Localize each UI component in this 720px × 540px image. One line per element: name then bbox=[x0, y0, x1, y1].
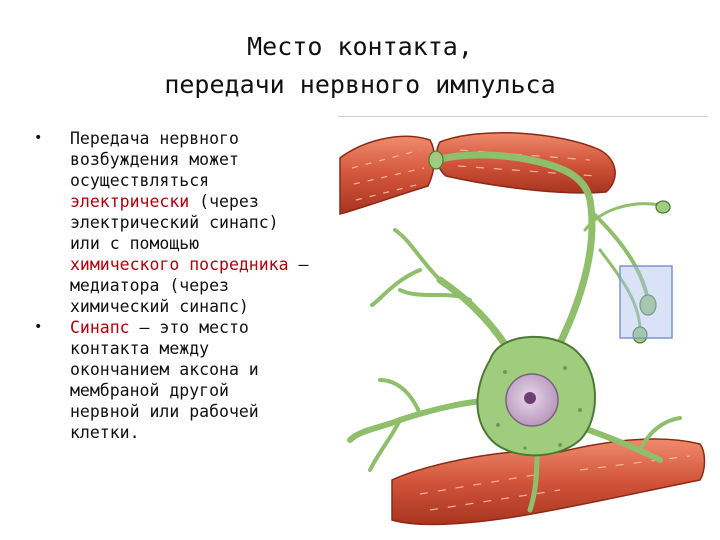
bullet-line: Передача нервного bbox=[70, 129, 239, 148]
synapse-highlight-box bbox=[619, 265, 673, 339]
bullet-line: химического посредника – bbox=[70, 255, 309, 274]
highlight-synapse: Синапс bbox=[70, 318, 130, 337]
neuron-processes bbox=[347, 151, 682, 513]
cell-granules bbox=[496, 366, 582, 450]
bullet-line: мембраной другой bbox=[70, 381, 229, 400]
highlight-electric: электрически bbox=[70, 192, 190, 211]
bullet-line: клетки. bbox=[70, 423, 140, 442]
bullet-line: Синапс – это место bbox=[70, 318, 249, 337]
nucleolus bbox=[524, 392, 536, 404]
bullet-marker: • bbox=[34, 319, 43, 335]
title-line-2: передачи нервного импульса bbox=[164, 70, 556, 99]
highlight-chemical-mediator: химического посредника bbox=[70, 255, 289, 274]
bullet-item-synapse: • Синапс – это место контакта между окон… bbox=[34, 317, 334, 443]
slide-title: Место контакта, передачи нервного импуль… bbox=[60, 28, 660, 104]
title-line-1: Место контакта, bbox=[247, 32, 473, 61]
bullet-marker: • bbox=[34, 130, 43, 146]
bullet-line: электрический синапс) bbox=[70, 213, 279, 232]
bullet-line: электрически (через bbox=[70, 192, 259, 211]
bullet-line: или с помощью bbox=[70, 234, 200, 253]
muscle-fiber-lower bbox=[391, 438, 706, 526]
bullet-line: возбуждения может bbox=[70, 150, 239, 169]
divider-line bbox=[338, 116, 708, 117]
bullet-line: химический синапс) bbox=[70, 297, 249, 316]
bullet-list: • Передача нервного возбуждения может ос… bbox=[34, 128, 334, 443]
muscle-fiber-upper-left bbox=[339, 135, 435, 215]
bullet-line: контакта между bbox=[70, 339, 210, 358]
bullet-line: медиатора (через bbox=[70, 276, 229, 295]
muscle-fiber-upper-right bbox=[435, 131, 616, 194]
neuron-illustration bbox=[339, 131, 706, 526]
bullet-line: нервной или рабочей bbox=[70, 402, 259, 421]
axon-terminals bbox=[428, 150, 671, 344]
bullet-item-transmission: • Передача нервного возбуждения может ос… bbox=[34, 128, 334, 317]
bullet-line: окончанием аксона и bbox=[70, 360, 259, 379]
bullet-line: осуществляться bbox=[70, 171, 210, 190]
